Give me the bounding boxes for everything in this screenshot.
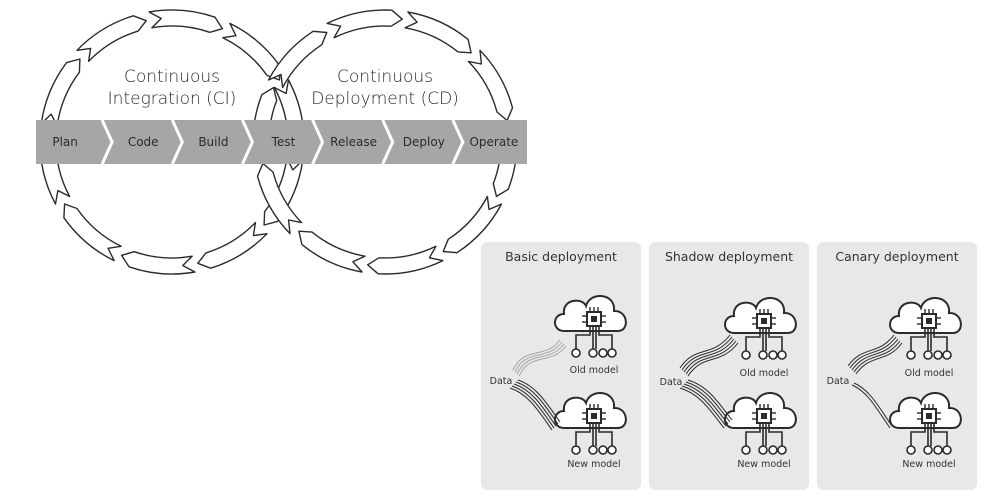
panel-shadow-deployment: Shadow deployment Old model New model Da… [649,242,809,490]
data-stream-to-new-model [509,379,561,431]
stage-chevron-separator [170,119,184,165]
ci-label-line2: Integration (CI) [108,89,237,109]
panel-title: Canary deployment [835,249,958,264]
cycle-arrow-segment [267,30,328,89]
deployment-panels: Basic deployment Old model New model Dat… [481,242,977,490]
ci-label-line1: Continuous [124,67,220,87]
old-model-label: Old model [570,365,619,376]
new-model-label: New model [737,459,790,470]
panel-background [817,242,977,490]
panel-title: Basic deployment [505,249,617,264]
new-model-label: New model [567,459,620,470]
cycle-arrow-segment [442,195,503,254]
stage-label-deploy: Deploy [403,135,445,149]
old-model-label: Old model [905,368,954,379]
cycle-arrow-segment [367,245,444,275]
stage-label-release: Release [330,135,377,149]
cd-cycle-arrows [252,9,518,275]
stage-label-test: Test [271,135,296,149]
stage-label-code: Code [128,135,159,149]
cycle-arrow-segment [63,203,122,262]
cycle-arrow-segment [404,11,472,54]
cycle-arrow-segment [76,15,147,63]
cycle-arrow-segment [256,162,303,235]
stage-chevron-separator [311,119,325,165]
cycle-arrow-segment [467,49,514,122]
cycle-arrow-segment [298,230,366,273]
data-label: Data [490,376,513,387]
stage-chevron-separator [241,119,255,165]
stage-label-operate: Operate [469,135,518,149]
pipeline-background [36,120,527,164]
cycle-arrow-segment [326,9,403,39]
data-label: Data [660,377,683,388]
stage-label-plan: Plan [52,135,78,149]
cycle-arrow-segment [120,251,196,275]
panel-basic-deployment: Basic deployment Old model New model Dat… [481,242,641,490]
cycle-arrow-segment [148,9,224,33]
cycle-arrow-segment [40,58,81,127]
data-label: Data [827,376,850,387]
pipeline-stages: Plan Code Build Test Release Deploy Operate [52,119,518,165]
stage-chevron-separator [451,119,465,165]
stage-chevron-separator [100,119,114,165]
data-stream-to-new-model [851,382,893,429]
panel-title: Shadow deployment [665,249,793,264]
stage-chevron-separator [381,119,395,165]
data-stream-to-new-model [679,379,733,429]
panel-canary-deployment: Canary deployment Old model New model Da… [817,242,977,490]
pipeline-band [36,120,527,164]
data-stream-to-old-model [679,334,739,377]
data-stream-to-old-model [512,339,567,377]
old-model-label: Old model [740,368,789,379]
new-model-label: New model [902,459,955,470]
cd-label-line2: Deployment (CD) [311,89,459,109]
cd-label-line1: Continuous [337,67,433,87]
cycle-arrow-segment [197,221,268,269]
data-stream-to-old-model [847,334,903,375]
stage-label-build: Build [198,135,228,149]
cycle-arrow-segment [222,22,281,81]
